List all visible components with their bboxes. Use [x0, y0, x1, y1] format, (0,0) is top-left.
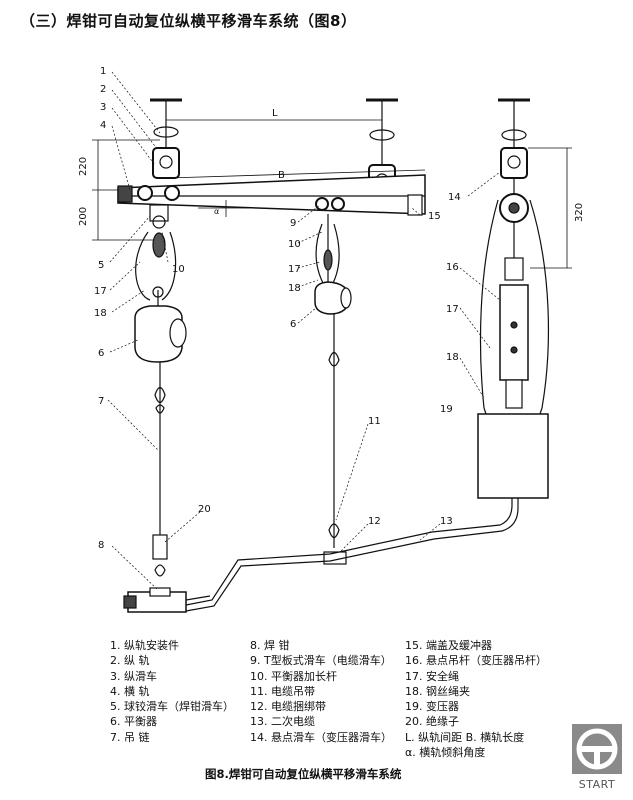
legend-item: 3. 纵滑车: [110, 669, 157, 683]
callout-15: 15: [428, 211, 441, 222]
balancer-middle: [314, 281, 352, 315]
callout-12: 12: [368, 516, 381, 527]
ball-joint-trolley: [137, 185, 180, 258]
legend-item: L. 纵轨间距 B. 横轨长度: [405, 730, 525, 744]
legend-item: 10. 平衡器加长杆: [250, 669, 337, 683]
callout-10-middle: 10: [288, 239, 301, 250]
dimension-label-B: B: [278, 170, 285, 181]
dimension-label-alpha: α: [214, 207, 219, 216]
leader-lines: [107, 71, 501, 591]
dimension-label-200: 200: [78, 207, 89, 226]
legend-item: 16. 悬点吊杆（变压器吊杆）: [405, 654, 547, 668]
callout-19: 19: [440, 404, 453, 415]
legend-item: 18. 钢丝绳夹: [405, 684, 470, 698]
callout-13: 13: [440, 516, 453, 527]
suspension-rod: [499, 222, 529, 409]
callout-20: 20: [198, 504, 211, 515]
legend-item: 19. 变压器: [405, 700, 459, 714]
rail-mount-right: [498, 98, 530, 179]
safety-rope-right: [479, 199, 550, 409]
callout-17-left: 17: [94, 286, 107, 297]
callout-18-middle: 18: [288, 283, 301, 294]
start-logo: START: [568, 722, 626, 792]
callout-6-middle: 6: [290, 319, 296, 330]
legend-item: 17. 安全绳: [405, 669, 459, 683]
callout-8: 8: [98, 540, 104, 551]
callout-5: 5: [98, 260, 104, 271]
callout-17-right: 17: [446, 304, 459, 315]
safety-rope-left: [135, 231, 177, 301]
legend-item: 4. 横 轨: [110, 684, 150, 698]
legend-item: 7. 吊 链: [110, 730, 150, 744]
callout-11: 11: [368, 416, 381, 427]
legend-item: 15. 端盖及缓冲器: [405, 639, 492, 652]
legend-item: 5. 球铰滑车（焊钳滑车）: [110, 700, 234, 714]
dimension-L: [165, 110, 383, 128]
steering-wheel-logo-icon: [572, 724, 622, 774]
secondary-cable: [185, 492, 513, 606]
legend-item: 9. T型板式滑车（电缆滑车）: [250, 654, 392, 668]
callout-4: 4: [100, 120, 106, 131]
balancer-left: [134, 286, 187, 363]
callout-14: 14: [448, 192, 461, 203]
dimension-label-L: L: [272, 108, 278, 119]
callout-2: 2: [100, 84, 106, 95]
welding-gun: [123, 587, 211, 613]
callout-16: 16: [446, 262, 459, 273]
legend-item: 13. 二次电缆: [250, 715, 315, 729]
legend-item: 2. 纵 轨: [110, 654, 150, 668]
callout-17-middle: 17: [288, 264, 301, 275]
legend-item: 6. 平衡器: [110, 715, 157, 729]
figure-caption: 图8.焊钳可自动复位纵横平移滑车系统: [205, 767, 402, 781]
callout-18-right: 18: [446, 352, 459, 363]
legend-item: 12. 电缆捆绑带: [250, 700, 326, 714]
dimension-200: [92, 190, 155, 241]
logo-text: START: [578, 778, 616, 791]
legend-column-3: 15. 端盖及缓冲器 16. 悬点吊杆（变压器吊杆） 17. 安全绳 18. 钢…: [405, 638, 547, 760]
legend-item: α. 横轨倾斜角度: [405, 746, 486, 760]
legend-item: 1. 纵轨安装件: [110, 639, 179, 652]
suspension-trolley: [499, 178, 529, 223]
page-title: （三）焊钳可自动复位纵横平移滑车系统（图8）: [20, 12, 357, 30]
callout-6-left: 6: [98, 348, 104, 359]
callout-10-left: 10: [172, 264, 185, 275]
dimension-label-220: 220: [78, 157, 89, 176]
alpha-angle: [198, 200, 250, 217]
dimension-320: [528, 147, 572, 269]
transformer: [477, 413, 549, 499]
legend-item: 14. 悬点滑车（变压器滑车）: [250, 730, 392, 744]
callout-9: 9: [290, 218, 296, 229]
safety-rope-middle: [315, 223, 340, 286]
legend-item: 8. 焊 钳: [250, 639, 290, 652]
insulator: [152, 534, 168, 560]
callout-7: 7: [98, 396, 104, 407]
callout-3: 3: [100, 102, 106, 113]
legend-item: 11. 电缆吊带: [250, 684, 315, 698]
legend-column-2: 8. 焊 钳 9. T型板式滑车（电缆滑车） 10. 平衡器加长杆 11. 电缆…: [250, 638, 392, 745]
t-plate-trolley: [315, 197, 345, 285]
dimension-220: [92, 139, 160, 191]
legend-column-1: 1. 纵轨安装件 2. 纵 轨 3. 纵滑车 4. 横 轨 5. 球铰滑车（焊钳…: [110, 638, 234, 745]
legend-item: 20. 绝缘子: [405, 715, 459, 729]
callout-18-left: 18: [94, 308, 107, 319]
dimension-label-320: 320: [574, 203, 585, 222]
callout-1: 1: [100, 66, 106, 77]
transverse-rail: [117, 169, 426, 216]
